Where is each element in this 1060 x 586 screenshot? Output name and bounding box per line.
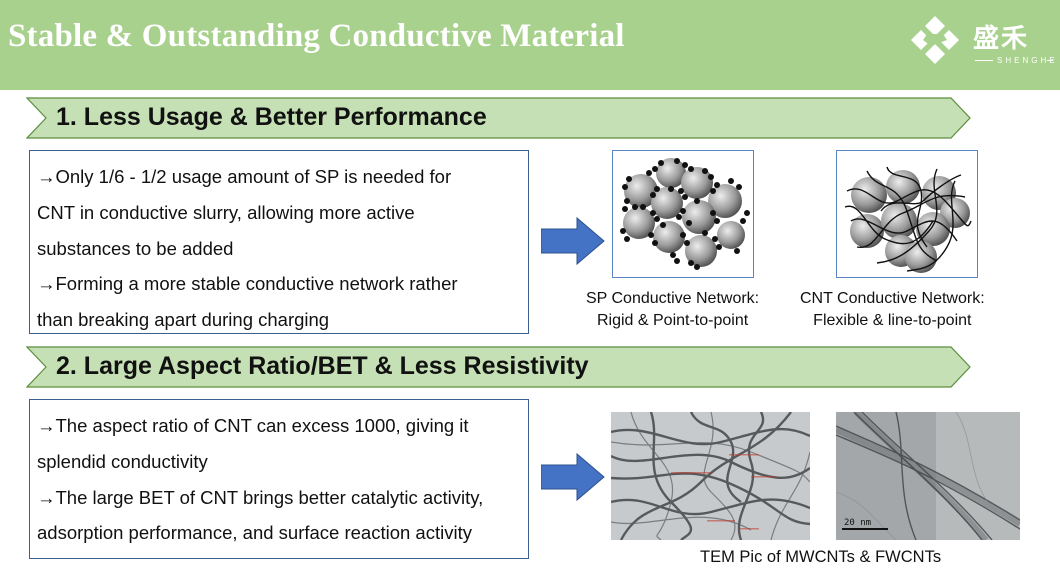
right-arrow-icon [541,216,605,266]
cnt-network-image [836,150,978,278]
section1-banner: 1. Less Usage & Better Performance [26,97,971,139]
tem-mwcnt-image [611,412,810,540]
banner-shape [26,346,971,388]
sp-network-image [612,150,754,278]
section2-banner: 2. Large Aspect Ratio/BET & Less Resisti… [26,346,971,388]
scale-bar [842,528,888,530]
tem-fwcnt-image: 20 nm [836,412,1020,540]
logo-divider [1047,60,1053,61]
text-line: than breaking apart during charging [37,309,330,331]
company-logo: 盛禾 SHENGHE [905,14,1055,74]
text-line: →Only 1/6 - 1/2 usage amount of SP is ne… [37,166,452,187]
tem-caption: TEM Pic of MWCNTs & FWCNTs [700,548,942,566]
right-arrow-icon [541,452,605,502]
caption-line: CNT Conductive Network: [800,290,985,307]
header-bar: Stable & Outstanding Conductive Material… [0,0,1060,90]
sp-network-illustration [620,158,750,270]
logo-mark-icon [911,16,959,64]
text-line: →The aspect ratio of CNT can excess 1000… [37,415,469,436]
text-line: splendid conductivity [37,450,208,472]
logo-subtext: SHENGHE [997,56,1058,65]
banner-shape [26,97,971,139]
text-line: substances to be added [37,237,234,259]
section2-heading: 2. Large Aspect Ratio/BET & Less Resisti… [56,352,589,380]
text-line: CNT in conductive slurry, allowing more … [37,201,415,223]
text-line: adsorption performance, and surface reac… [37,522,472,544]
logo-divider [975,60,993,61]
logo-text: 盛禾 [973,24,1030,54]
text-line: →Forming a more stable conductive networ… [37,273,458,295]
cnt-caption: CNT Conductive Network: Flexible & line-… [800,288,985,332]
text-line: →The large BET of CNT brings better cata… [37,486,484,508]
section2-textbox: →The aspect ratio of CNT can excess 1000… [29,399,529,559]
sp-caption: SP Conductive Network: Rigid & Point-to-… [586,288,759,332]
caption-line: Rigid & Point-to-point [596,312,749,329]
cnt-network-illustration [844,166,972,273]
scale-label: 20 nm [844,518,871,528]
page-title: Stable & Outstanding Conductive Material [8,18,625,54]
caption-line: Flexible & line-to-point [813,312,972,329]
caption-line: SP Conductive Network: [586,290,760,307]
section1-textbox: →Only 1/6 - 1/2 usage amount of SP is ne… [29,150,529,334]
section1-heading: 1. Less Usage & Better Performance [56,103,487,131]
